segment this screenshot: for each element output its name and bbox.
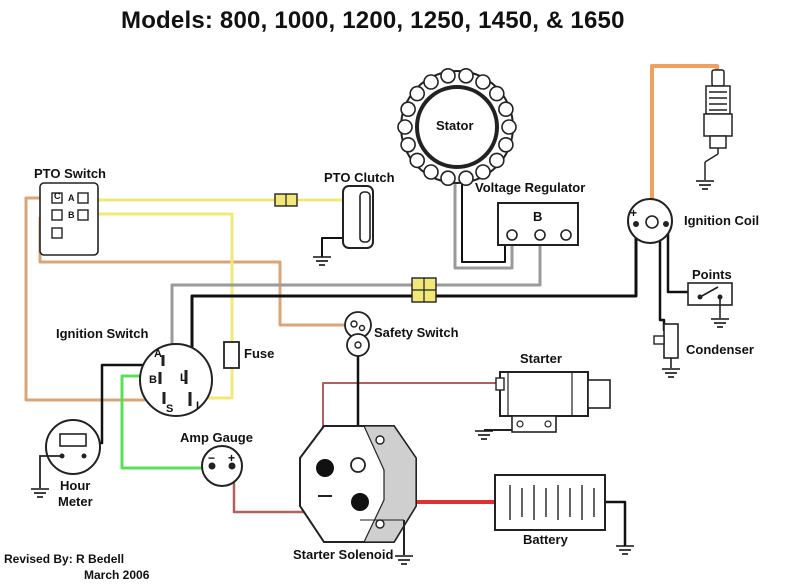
stator-tooth [423, 74, 439, 90]
pto-clutch-label: PTO Clutch [324, 170, 395, 185]
battery-ground-wire [603, 500, 627, 547]
fuse-symbol [223, 341, 240, 369]
pto-terminal-b: B [68, 210, 75, 220]
starter-ground-icon [474, 430, 494, 440]
voltage-regulator-symbol [497, 202, 579, 246]
stator-lead-2 [461, 169, 506, 263]
coil-to-points-wire [666, 226, 694, 294]
solenoid-ground-icon [394, 555, 414, 565]
amp-minus-label: − [208, 451, 216, 465]
ignition-coil-symbol [627, 198, 673, 244]
regulator-terminal-label: B [533, 209, 543, 224]
stator-tooth [458, 170, 474, 186]
ignition-switch-symbol [139, 343, 213, 417]
condenser-label: Condenser [686, 342, 754, 357]
spark-plug-ground-icon [695, 180, 715, 190]
stator-tooth [498, 101, 514, 117]
starter-solenoid-symbol [299, 425, 417, 555]
revised-by-text: Revised By: R Bedell [4, 552, 125, 566]
safety-switch-label: Safety Switch [374, 325, 459, 340]
stator-tooth [475, 164, 491, 180]
safety-switch-symbol [344, 311, 372, 357]
stator-tooth [475, 74, 491, 90]
hour-meter-label-line1: Hour [60, 478, 91, 493]
ignition-terminal-b: B [149, 374, 157, 386]
condenser-symbol [653, 323, 679, 368]
revision-date-text: March 2006 [84, 568, 150, 582]
stator-tooth [440, 170, 456, 186]
amp-gauge-label: Amp Gauge [180, 430, 253, 445]
fuse-label: Fuse [244, 346, 275, 361]
pto-switch-label: PTO Switch [34, 166, 106, 181]
coil-plus-label: + [630, 206, 638, 220]
connector-clutch [274, 193, 298, 207]
stator-tooth [409, 152, 426, 169]
hour-meter-label-line2: Meter [58, 494, 93, 509]
spark-plug-icon [703, 69, 733, 180]
diagram-title: Models: 800, 1000, 1200, 1250, 1450, & 1… [121, 7, 625, 34]
stator-tooth [458, 68, 474, 84]
points-label: Points [692, 267, 732, 282]
stator-tooth [423, 164, 439, 180]
battery-label: Battery [523, 532, 568, 547]
starter-label: Starter [520, 351, 562, 366]
stator-tooth [440, 68, 456, 84]
starter-solenoid-label: Starter Solenoid [293, 547, 394, 562]
points-symbol [687, 282, 733, 318]
stator-tooth [498, 137, 514, 153]
battery-symbol [494, 474, 606, 531]
starter-symbol [484, 371, 611, 433]
stator-tooth [488, 85, 505, 102]
stator-tooth [501, 119, 517, 135]
stator-tooth [397, 119, 413, 135]
hour-meter-symbol [39, 419, 101, 488]
regulator-to-switch-wire [170, 233, 542, 354]
pto-terminal-a: A [68, 193, 75, 203]
stator-tooth [488, 152, 505, 169]
coil-feed-wire [190, 223, 638, 387]
ignition-terminal-s: S [166, 403, 174, 415]
hour-meter-ground-icon [30, 488, 50, 498]
stator-tooth [409, 85, 426, 102]
pto-to-fuse-wire [92, 212, 234, 344]
amp-gauge-symbol [201, 445, 243, 487]
stator-tooth [400, 101, 416, 117]
points-ground-icon [710, 318, 730, 328]
ignition-coil-label: Ignition Coil [684, 213, 760, 228]
voltage-regulator-label: Voltage Regulator [475, 180, 586, 195]
ignition-switch-label: Ignition Switch [56, 326, 149, 341]
condenser-ground-icon [661, 368, 681, 378]
stator-symbol [397, 68, 517, 186]
coil-to-condenser-wire [658, 228, 666, 332]
stator-tooth [400, 137, 416, 153]
clutch-ground-wire [321, 237, 346, 257]
stator-label: Stator [436, 118, 474, 133]
pto-terminal-c: C [54, 191, 61, 201]
ignition-terminal-i: I [196, 400, 200, 412]
pto-switch-symbol [39, 182, 99, 256]
clutch-ground-icon [312, 256, 332, 266]
battery-ground-icon [615, 545, 635, 555]
connector-coil [411, 277, 437, 303]
stator-lead-1 [453, 168, 514, 270]
pto-clutch-symbol [342, 185, 374, 249]
ignition-terminal-a: A [154, 348, 162, 360]
amp-plus-label: + [228, 451, 236, 465]
ignition-terminal-l: L [180, 372, 187, 384]
